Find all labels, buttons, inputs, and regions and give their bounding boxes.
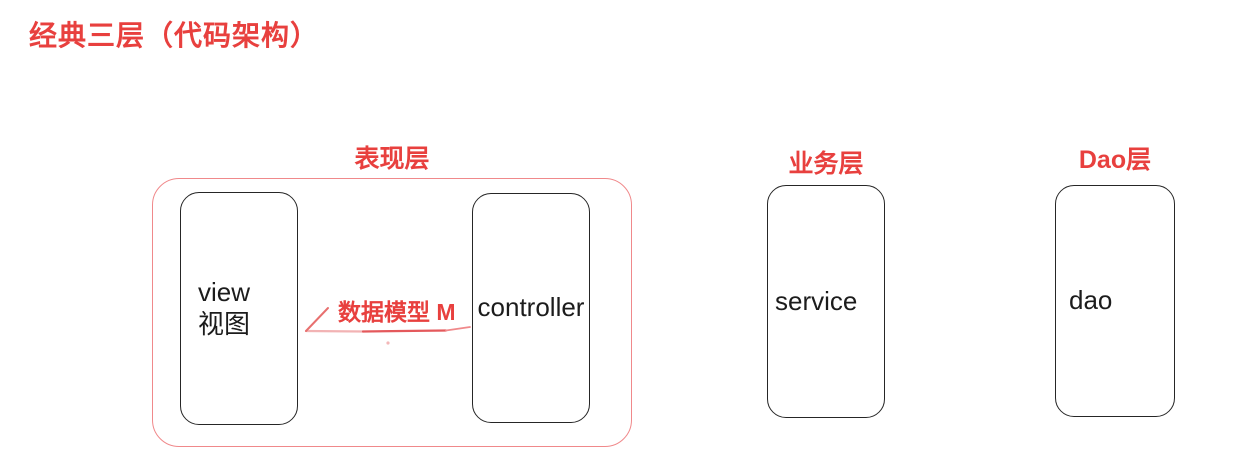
dao-node: dao [1055, 185, 1175, 417]
presentation-layer-label: 表现层 [354, 145, 430, 173]
view-node-label-line2: 视图 [198, 308, 251, 339]
presentation-layer-container [152, 178, 632, 447]
view-node: view 视图 [180, 192, 298, 425]
data-model-arrow-label: 数据模型 M [338, 299, 456, 325]
view-node-label: view 视图 [181, 277, 250, 340]
controller-node: controller [472, 193, 590, 423]
service-node: service [767, 185, 885, 418]
dao-layer-label: Dao层 [1078, 146, 1152, 174]
page-title: 经典三层（代码架构） [29, 20, 320, 51]
controller-node-label: controller [477, 292, 585, 323]
service-node-label: service [775, 285, 858, 316]
view-node-label-line1: view [198, 276, 251, 307]
data-model-arrow-icon [304, 307, 471, 345]
business-layer-label: 业务层 [788, 150, 864, 178]
dao-node-label: dao [1069, 285, 1113, 316]
